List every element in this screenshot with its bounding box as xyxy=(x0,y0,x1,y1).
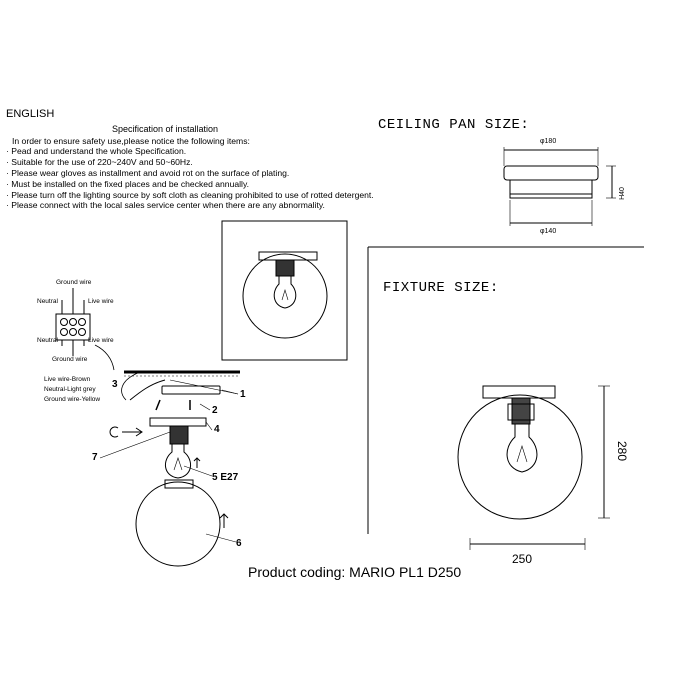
pan-bottom-diameter: φ140 xyxy=(540,228,557,235)
neutral-bottom-label: Neutral xyxy=(37,337,58,344)
wire-legend-ground: Ground wire-Yellow xyxy=(44,396,101,403)
live-wire-bottom-label: Live wire xyxy=(88,337,114,344)
callout-3: 3 xyxy=(112,379,118,390)
callout-2: 2 xyxy=(212,405,218,416)
product-coding: Product coding: MARIO PL1 D250 xyxy=(248,564,462,580)
callout-5: 5 E27 xyxy=(212,472,239,483)
neutral-top-label: Neutral xyxy=(37,298,58,305)
spec-line: · Please wear gloves as installment and … xyxy=(6,168,290,178)
language-label: ENGLISH xyxy=(6,108,55,120)
terminal-block xyxy=(55,288,115,371)
ceiling-pan-drawing xyxy=(503,147,616,226)
spec-line: · Must be installed on the fixed places … xyxy=(6,179,250,189)
ground-wire-bottom-label: Ground wire xyxy=(52,356,88,363)
pan-top-diameter: φ180 xyxy=(540,138,557,145)
exploded-view xyxy=(99,370,240,567)
wire-legend-live: Live wire-Brown xyxy=(44,376,91,383)
fixture-width-label: 250 xyxy=(512,552,533,566)
spec-line: · Pead and understand the whole Specific… xyxy=(6,146,187,156)
fixture-size-title: FIXTURE SIZE: xyxy=(383,280,499,296)
callout-7: 7 xyxy=(92,452,98,463)
spec-title: Specification of installation xyxy=(112,124,219,134)
callout-1: 1 xyxy=(240,389,246,400)
spec-line: · Please turn off the lighting source by… xyxy=(6,190,374,200)
live-wire-top-label: Live wire xyxy=(88,298,114,305)
fixture-main-drawing xyxy=(457,385,610,550)
spec-line: · Suitable for the use of 220~240V and 5… xyxy=(6,157,193,167)
spec-line: In order to ensure safety use,please not… xyxy=(12,136,250,146)
callout-6: 6 xyxy=(236,538,242,549)
ground-wire-top-label: Ground wire xyxy=(56,279,92,286)
wire-legend-neutral: Neutral-Light grey xyxy=(44,386,96,393)
spec-line: · Please connect with the local sales se… xyxy=(6,200,325,210)
callout-4: 4 xyxy=(214,424,220,435)
fixture-thumbnail xyxy=(221,220,348,361)
ceiling-pan-title: CEILING PAN SIZE: xyxy=(378,117,530,133)
